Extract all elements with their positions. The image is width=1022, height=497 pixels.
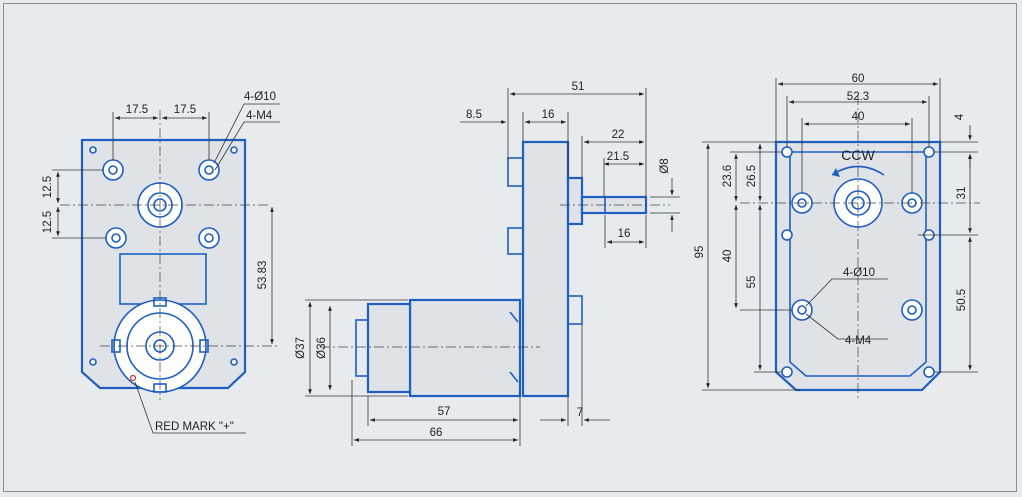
dim-mid-21-5: 21.5 <box>607 151 629 163</box>
dim-right-52-3: 52.3 <box>847 91 869 103</box>
dim-left-17-5-b: 17.5 <box>174 104 196 116</box>
dim-right-95: 95 <box>694 246 706 259</box>
dim-mid-d8: Ø8 <box>659 158 671 173</box>
left-view <box>52 103 280 434</box>
dim-mid-16-shaft: 16 <box>618 228 631 240</box>
dim-mid-51: 51 <box>572 81 585 93</box>
dim-right-55: 55 <box>746 276 758 289</box>
dim-right-4: 4 <box>954 113 966 120</box>
dim-left-53-83: 53.83 <box>257 261 269 290</box>
dim-right-60: 60 <box>852 73 865 85</box>
dim-right-holes-d: 4-Ø10 <box>843 267 875 279</box>
dim-right-50-5: 50.5 <box>956 289 968 311</box>
dim-left-17-5-a: 17.5 <box>126 104 148 116</box>
dim-right-26-5: 26.5 <box>746 165 758 187</box>
dim-right-40-v: 40 <box>722 250 734 263</box>
dim-right-holes-m: 4-M4 <box>845 335 872 347</box>
red-mark <box>129 374 137 382</box>
dim-mid-7: 7 <box>577 407 583 419</box>
gearbox-plate <box>521 140 570 398</box>
motor-can <box>408 298 522 398</box>
dim-mid-66: 66 <box>430 427 443 439</box>
middle-view <box>305 88 680 446</box>
dim-mid-d37: Ø37 <box>295 337 307 359</box>
dim-mid-16: 16 <box>542 109 555 121</box>
dim-mid-22: 22 <box>612 129 625 141</box>
rotation-label: CCW <box>841 147 875 163</box>
dim-right-31: 31 <box>956 187 968 200</box>
dim-right-23-6: 23.6 <box>722 165 734 187</box>
dim-left-12-5-b: 12.5 <box>42 211 54 233</box>
motor-endcap <box>366 302 412 394</box>
dim-left-holes-d: 4-Ø10 <box>244 91 276 103</box>
dim-mid-57: 57 <box>438 406 451 418</box>
shaft-boss <box>566 176 584 226</box>
dim-mid-d36: Ø36 <box>316 337 328 359</box>
dim-left-holes-m: 4-M4 <box>246 110 273 122</box>
dim-right-40: 40 <box>852 111 865 123</box>
right-view <box>702 78 980 400</box>
dim-mid-8-5: 8.5 <box>466 109 482 121</box>
red-mark-note: RED MARK "+" <box>155 421 234 433</box>
dim-left-12-5-a: 12.5 <box>42 176 54 198</box>
